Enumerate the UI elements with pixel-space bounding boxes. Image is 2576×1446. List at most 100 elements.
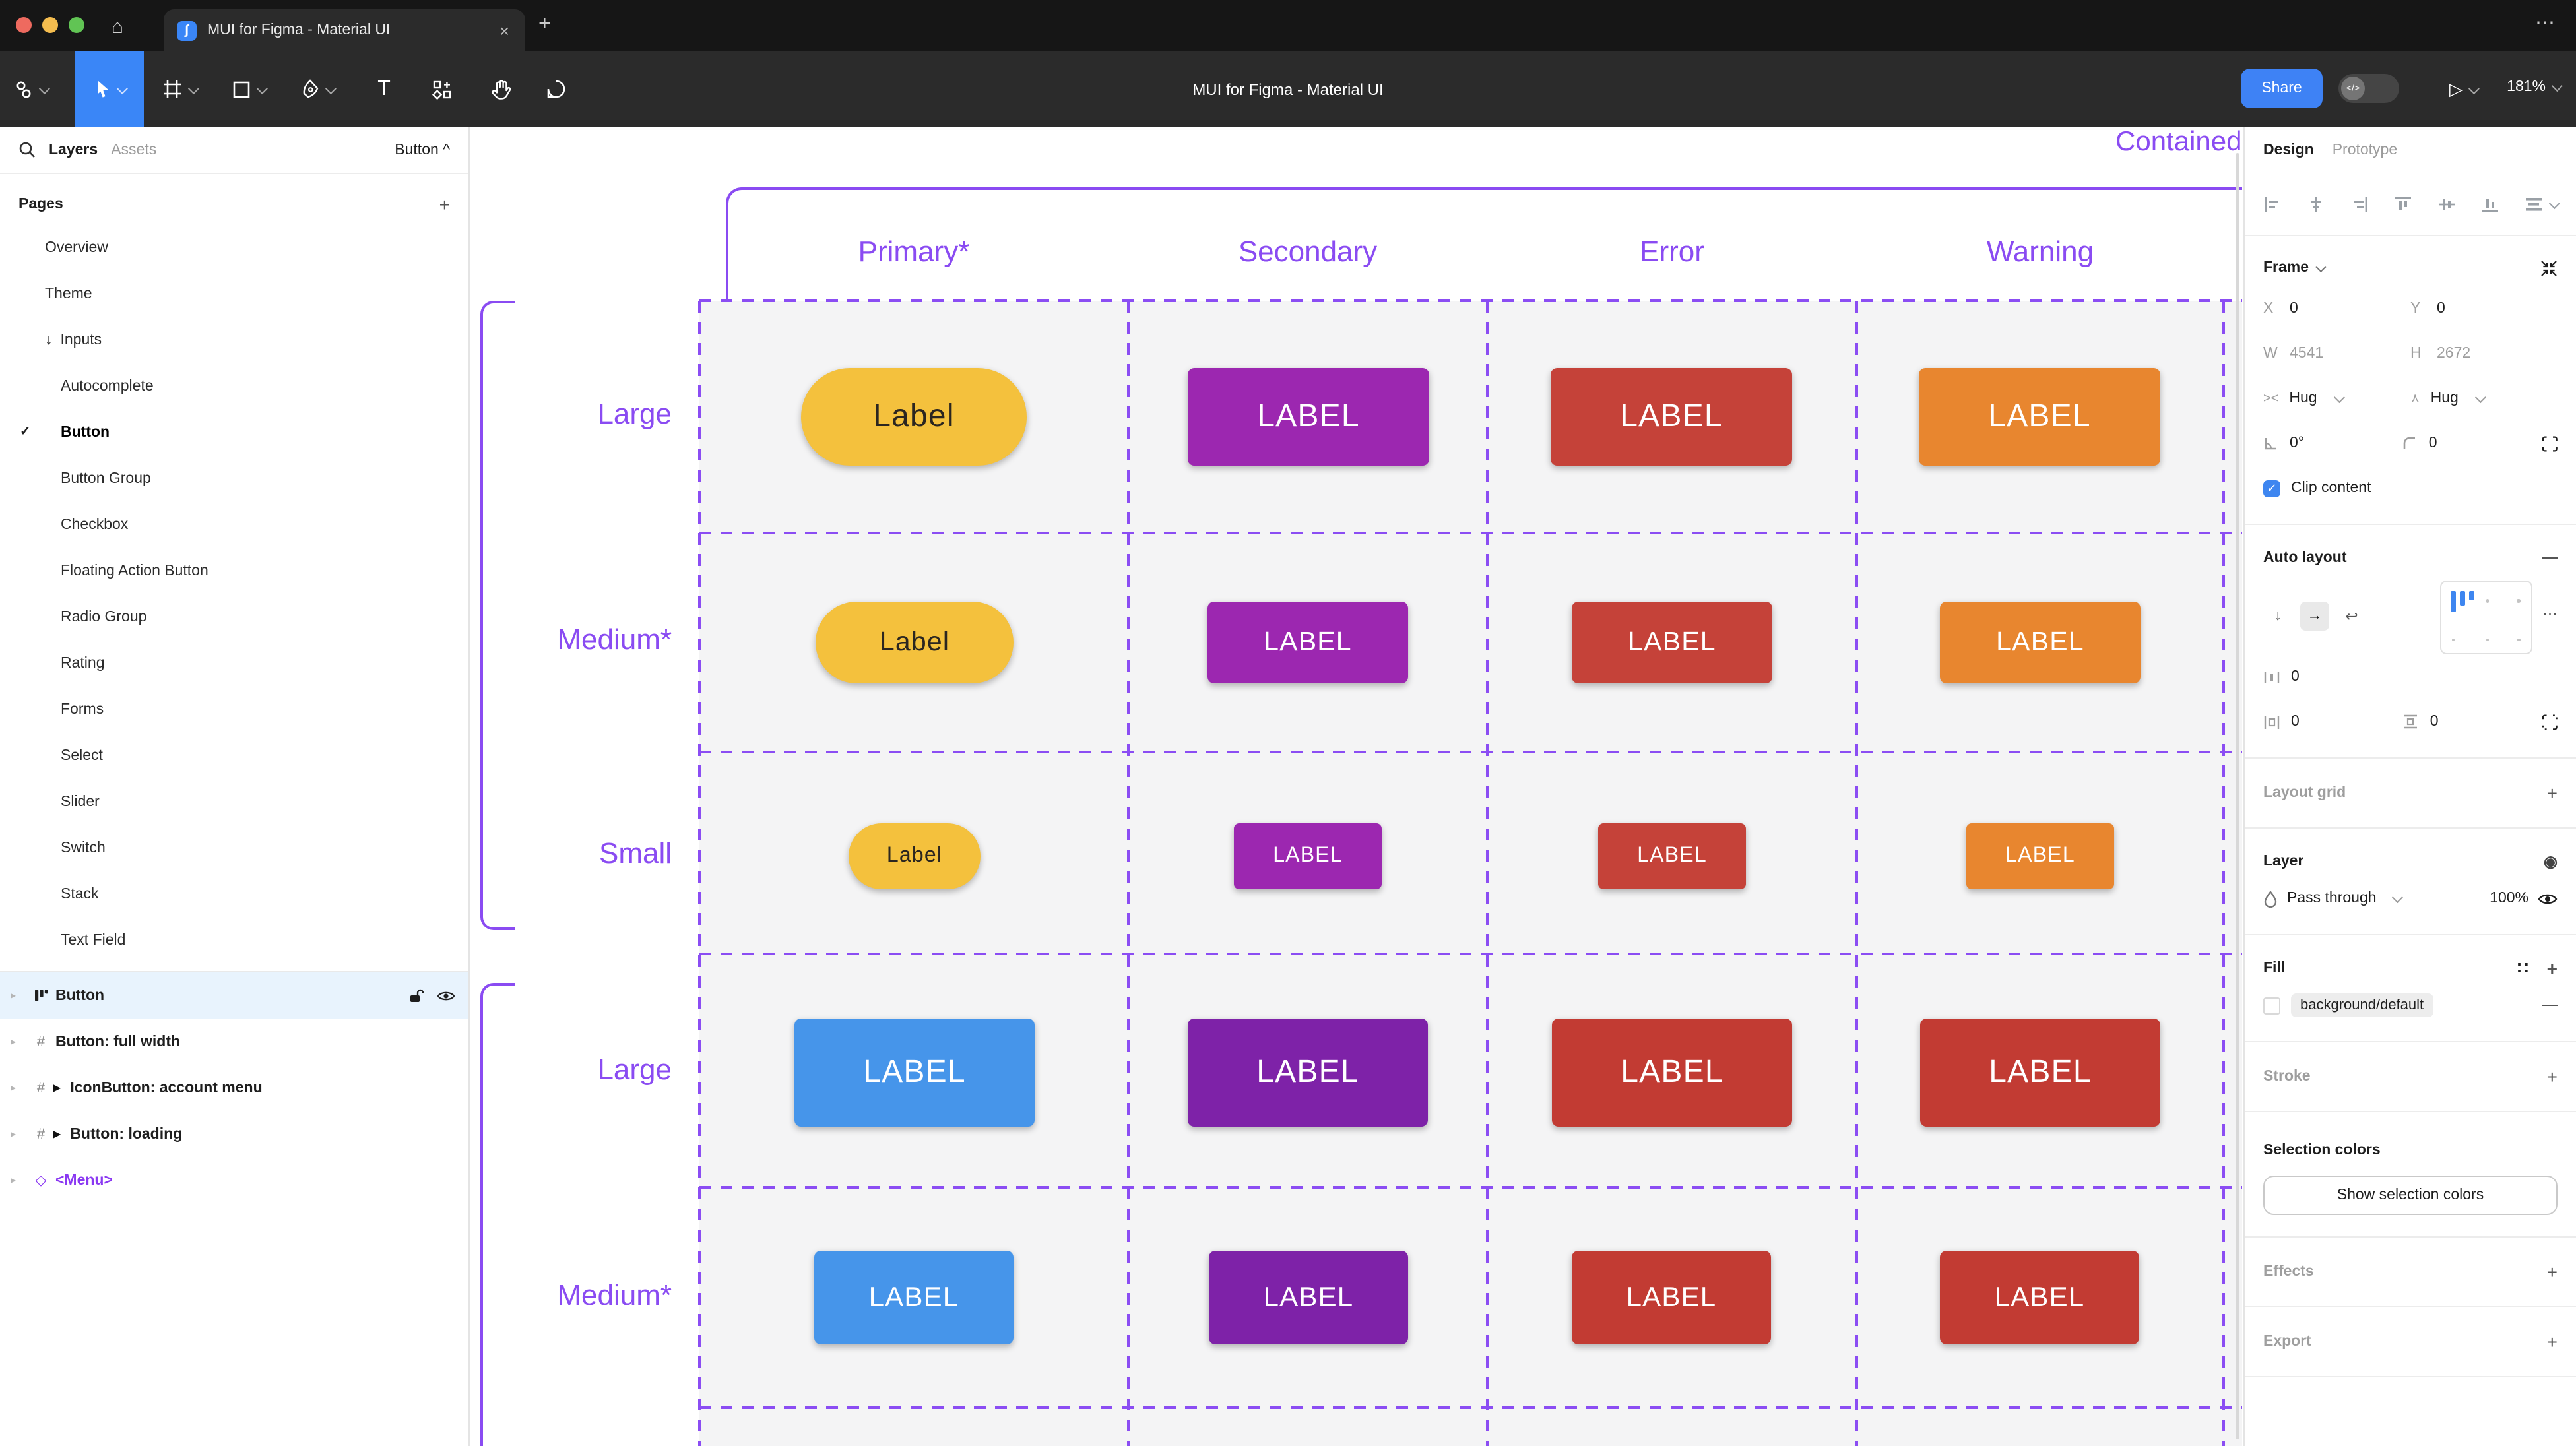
add-effect-button[interactable]: + — [2547, 1261, 2558, 1282]
close-window-button[interactable] — [16, 17, 32, 33]
clip-content-checkbox[interactable]: ✓ — [2263, 480, 2280, 497]
close-tab-icon[interactable]: × — [497, 20, 512, 40]
resources-tool[interactable] — [420, 51, 465, 127]
canvas[interactable]: Contained Primary* Secondary Error Warni… — [471, 127, 2242, 1446]
align-horizontal-center-icon[interactable] — [2307, 195, 2325, 214]
chevron-right-icon[interactable]: ▸ — [11, 1128, 29, 1140]
page-item-button[interactable]: ✓Button — [0, 409, 468, 455]
tab-assets[interactable]: Assets — [111, 142, 156, 158]
button-sample[interactable]: LABEL — [1572, 602, 1772, 683]
document-tab[interactable]: ʃ MUI for Figma - Material UI × — [164, 9, 525, 51]
button-sample[interactable]: LABEL — [814, 1251, 1014, 1344]
alignment-pad[interactable] — [2439, 581, 2532, 654]
frame-title[interactable]: Contained — [2115, 127, 2242, 158]
button-sample[interactable]: LABEL — [1188, 368, 1429, 466]
text-tool[interactable]: T — [364, 51, 404, 127]
chevron-right-icon[interactable]: ▸ — [11, 990, 29, 1001]
fill-token-chip[interactable]: background/default — [2291, 993, 2433, 1017]
blend-mode-select[interactable]: Pass through — [2287, 891, 2377, 906]
main-menu-button[interactable] — [8, 51, 53, 127]
chevron-right-icon[interactable]: ▸ — [11, 1174, 29, 1186]
page-item-autocomplete[interactable]: Autocomplete — [0, 363, 468, 409]
tab-design[interactable]: Design — [2263, 142, 2314, 158]
align-right-icon[interactable] — [2350, 195, 2369, 214]
add-export-button[interactable]: + — [2547, 1331, 2558, 1352]
pen-tool[interactable] — [293, 51, 340, 127]
button-sample[interactable]: Label — [849, 823, 981, 889]
present-button[interactable]: ▷ — [2449, 79, 2477, 100]
button-sample[interactable]: LABEL — [1919, 368, 2160, 466]
layout-horizontal-button[interactable]: → — [2300, 602, 2329, 631]
dev-mode-toggle[interactable]: </> — [2338, 74, 2399, 103]
layout-vertical-button[interactable]: ↓ — [2263, 602, 2292, 631]
button-sample[interactable]: Label — [801, 368, 1027, 466]
opacity-value[interactable]: 100% — [2490, 891, 2528, 906]
align-left-icon[interactable] — [2263, 195, 2282, 214]
window-more-icon[interactable]: ⋯ — [2535, 11, 2558, 34]
eye-icon[interactable] — [437, 989, 455, 1002]
share-button[interactable]: Share — [2241, 69, 2323, 108]
hand-tool[interactable] — [478, 51, 523, 127]
distribute-menu[interactable] — [2525, 197, 2558, 212]
minimize-window-button[interactable] — [42, 17, 58, 33]
add-page-button[interactable]: + — [439, 194, 450, 215]
vertical-padding-field[interactable]: 0 — [2402, 714, 2542, 730]
width-field[interactable]: W4541 — [2263, 346, 2410, 362]
button-sample[interactable]: LABEL — [1234, 823, 1382, 889]
button-sample[interactable]: LABEL — [1208, 602, 1408, 683]
eye-icon[interactable] — [2538, 891, 2558, 906]
page-item-select[interactable]: Select — [0, 732, 468, 778]
add-layout-grid-button[interactable]: + — [2547, 782, 2558, 803]
button-sample[interactable]: LABEL — [1551, 368, 1792, 466]
page-item-forms[interactable]: Forms — [0, 686, 468, 732]
button-sample[interactable]: LABEL — [1598, 823, 1746, 889]
tab-prototype[interactable]: Prototype — [2333, 142, 2397, 158]
search-icon[interactable] — [18, 141, 36, 158]
button-sample[interactable]: LABEL — [794, 1019, 1035, 1127]
y-position-field[interactable]: Y0 — [2410, 301, 2558, 317]
remove-fill-button[interactable]: — — [2542, 997, 2558, 1013]
blend-mode-icon[interactable]: ◉ — [2544, 852, 2558, 871]
rotation-field[interactable]: 0° — [2263, 435, 2402, 451]
layer-item-iconbutton-account-menu[interactable]: ▸ # ▶ IconButton: account menu — [0, 1065, 468, 1111]
layer-item-button[interactable]: ▸ Button — [0, 972, 468, 1019]
page-item-slider[interactable]: Slider — [0, 778, 468, 825]
layer-item-menu-instance[interactable]: ▸ ◇ <Menu> — [0, 1157, 468, 1203]
page-item-inputs[interactable]: ↓Inputs — [0, 317, 468, 363]
horizontal-resizing-select[interactable]: ><Hug — [2263, 391, 2410, 406]
fill-styles-icon[interactable]: ∷ — [2517, 958, 2528, 979]
move-tool[interactable] — [75, 51, 144, 127]
page-item-switch[interactable]: Switch — [0, 825, 468, 871]
button-sample[interactable]: LABEL — [1920, 1019, 2160, 1127]
page-item-stack[interactable]: Stack — [0, 871, 468, 917]
chevron-right-icon[interactable]: ▸ — [11, 1082, 29, 1094]
vertical-resizing-select[interactable]: ⋏Hug — [2410, 391, 2558, 406]
horizontal-padding-field[interactable]: 0 — [2263, 714, 2402, 730]
page-item-floating-action-button[interactable]: Floating Action Button — [0, 548, 468, 594]
tab-layers[interactable]: Layers — [49, 142, 98, 158]
page-item-rating[interactable]: Rating — [0, 640, 468, 686]
page-item-radio-group[interactable]: Radio Group — [0, 594, 468, 640]
page-item-text-field[interactable]: Text Field — [0, 917, 468, 963]
component-picker[interactable]: Button ^ — [395, 142, 450, 158]
collapse-icon[interactable] — [2540, 259, 2558, 276]
button-sample[interactable]: Label — [816, 602, 1014, 683]
new-tab-button[interactable]: + — [538, 13, 551, 37]
layer-item-button-loading[interactable]: ▸ # ▶ Button: loading — [0, 1111, 468, 1157]
button-sample[interactable]: LABEL — [1572, 1251, 1771, 1344]
zoom-window-button[interactable] — [69, 17, 84, 33]
gap-field[interactable]: 0 — [2263, 669, 2410, 685]
page-item-overview[interactable]: Overview — [0, 224, 468, 270]
layout-wrap-button[interactable]: ↩ — [2337, 602, 2366, 631]
button-sample[interactable]: LABEL — [1188, 1019, 1428, 1127]
height-field[interactable]: H2672 — [2410, 346, 2558, 362]
button-sample[interactable]: LABEL — [1209, 1251, 1408, 1344]
frame-section-title[interactable]: Frame — [2263, 260, 2309, 276]
canvas-scrollbar[interactable] — [2236, 153, 2239, 1439]
zoom-menu[interactable]: 181% — [2507, 79, 2560, 95]
page-item-theme[interactable]: Theme — [0, 270, 468, 317]
comment-tool[interactable] — [533, 51, 578, 127]
page-item-checkbox[interactable]: Checkbox — [0, 501, 468, 548]
align-top-icon[interactable] — [2394, 195, 2412, 214]
independent-padding-icon[interactable] — [2541, 713, 2558, 730]
